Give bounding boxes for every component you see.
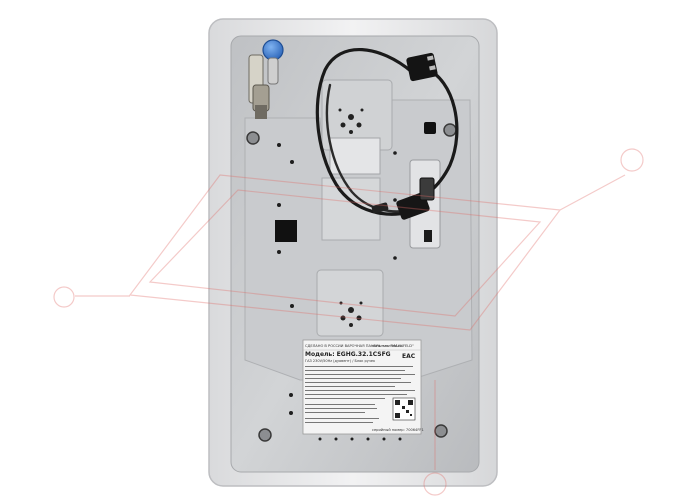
square-cutout [275,220,297,242]
eac-mark: EAC [402,353,416,360]
power-plug-top [406,52,438,82]
rating-label: СДЕЛАНО В РОССИИ ВАРОЧНАЯ ПАНЕЛЬ т.м. "M… [302,339,424,435]
label-serial: серийный номер: 70064FF1 [372,428,424,432]
label-model-sub: ГАЗ 230V/50Hz (дуовент) / Блок ручек [305,359,375,363]
watermark [53,148,644,496]
corner-screws [246,123,457,442]
embossed-region-mid [321,177,381,241]
embossed-region-lower [316,269,384,337]
panel-holes [277,143,402,441]
label-website: www.maunfeld.ru [372,344,402,348]
burner-mount-top [338,108,364,134]
burner-mount-lower [339,301,363,327]
label-header: СДЕЛАНО В РОССИИ ВАРОЧНАЯ ПАНЕЛЬ т.м. "M… [305,344,414,348]
blue-cap [262,39,284,61]
label-model: Модель: EGHG.32.1CSFG [305,351,391,358]
terminal-block [419,177,435,201]
label-qr-pattern [395,400,413,418]
gas-inlet-fitting [248,39,284,119]
square-hole-right [424,122,436,134]
bracket-lower-plate [329,137,381,175]
terminal-clip [424,230,432,242]
